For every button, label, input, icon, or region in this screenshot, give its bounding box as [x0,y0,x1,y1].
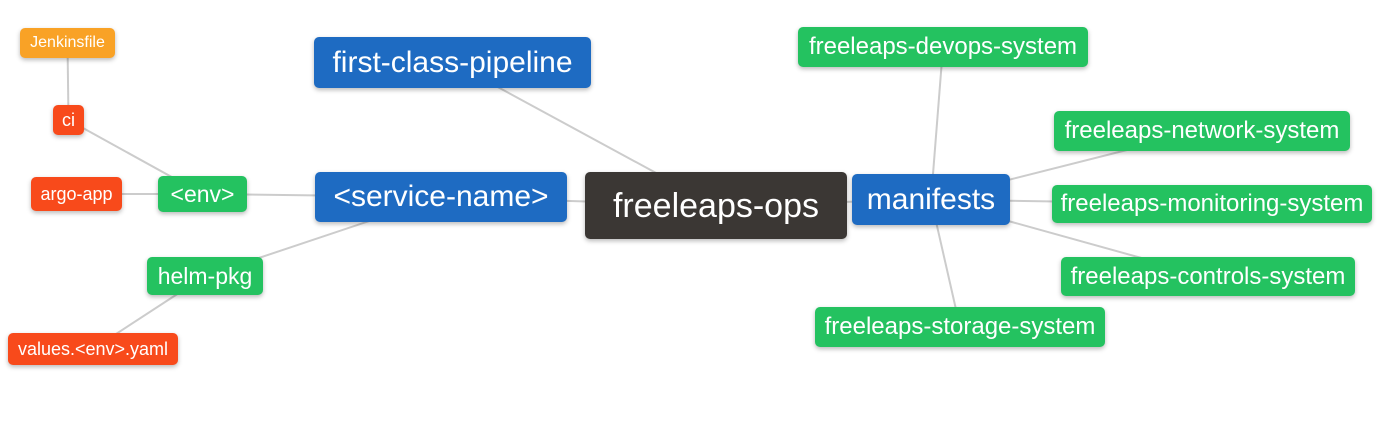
node-jenkinsfile[interactable]: Jenkinsfile [20,28,115,58]
node-first-class-pipeline[interactable]: first-class-pipeline [314,37,591,88]
node-env[interactable]: <env> [158,176,247,212]
node-network-system[interactable]: freeleaps-network-system [1054,111,1350,151]
node-freeleaps-ops[interactable]: freeleaps-ops [585,172,847,239]
node-devops-system[interactable]: freeleaps-devops-system [798,27,1088,67]
node-argo-app[interactable]: argo-app [31,177,122,211]
node-manifests[interactable]: manifests [852,174,1010,225]
node-storage-system[interactable]: freeleaps-storage-system [815,307,1105,347]
node-helm-pkg[interactable]: helm-pkg [147,257,263,295]
node-ci[interactable]: ci [53,105,84,135]
node-monitoring-system[interactable]: freeleaps-monitoring-system [1052,185,1372,223]
node-values-env-yaml[interactable]: values.<env>.yaml [8,333,178,365]
node-service-name[interactable]: <service-name> [315,172,567,222]
node-controls-system[interactable]: freeleaps-controls-system [1061,257,1355,296]
